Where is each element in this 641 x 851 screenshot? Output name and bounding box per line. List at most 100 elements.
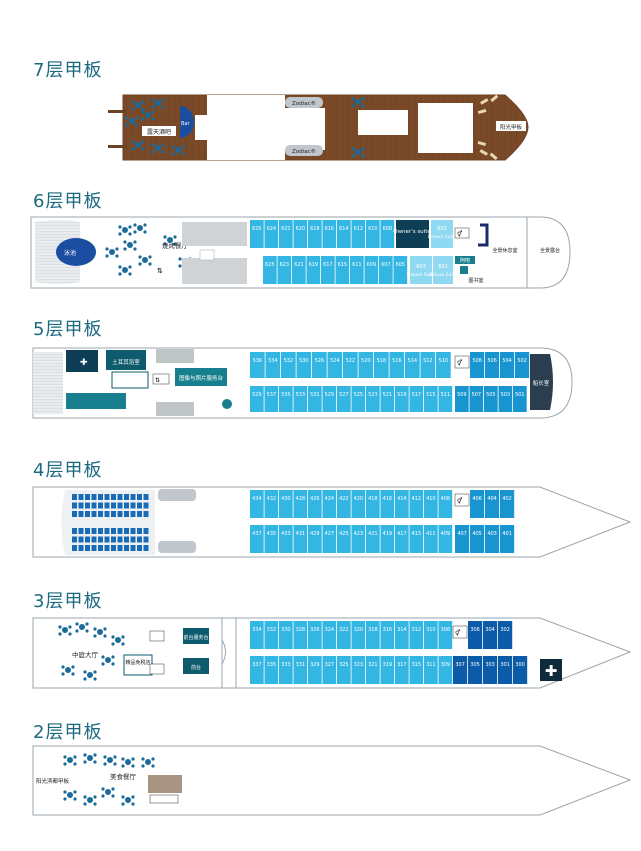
cabin-number: 529 bbox=[252, 392, 262, 398]
theater-seat bbox=[130, 545, 136, 551]
cabin-box bbox=[485, 352, 500, 378]
cabin-box bbox=[279, 656, 293, 684]
cabin-box bbox=[322, 525, 337, 553]
theater-seat bbox=[137, 511, 142, 517]
cabin-box bbox=[293, 621, 308, 649]
cabin-number: 337 bbox=[252, 662, 262, 668]
cabin-number: 426 bbox=[310, 496, 320, 502]
cabin-number: 605 bbox=[396, 262, 406, 268]
cabin-box bbox=[498, 621, 513, 649]
cabin-number: 434 bbox=[252, 496, 262, 502]
elevator-icon: ⇅ bbox=[155, 377, 160, 384]
deck4-title: 4层甲板 bbox=[33, 460, 103, 481]
cabin-box bbox=[366, 220, 380, 248]
cabin-box bbox=[438, 621, 453, 649]
cabin-box bbox=[337, 490, 351, 518]
cabin-number: 607 bbox=[381, 262, 391, 268]
cabin-box bbox=[335, 256, 350, 284]
reception-bottom-label: 前台 bbox=[191, 664, 201, 671]
theater-seat bbox=[104, 494, 110, 500]
cabin-number: 315 bbox=[412, 662, 422, 668]
cabin-number: 626 bbox=[252, 226, 262, 232]
theater-seat bbox=[85, 511, 90, 517]
cabin-box bbox=[351, 220, 366, 248]
cabin-number: 307 bbox=[455, 662, 465, 668]
cabin-number: 432 bbox=[267, 496, 277, 502]
cabin-box bbox=[337, 220, 351, 248]
turkish-bath-label: 土耳其浴室 bbox=[112, 358, 140, 366]
cabin-box bbox=[364, 256, 379, 284]
cabin-box bbox=[380, 656, 395, 684]
cabin-box bbox=[498, 656, 513, 684]
cabin-box bbox=[281, 352, 296, 378]
cabin-box bbox=[483, 656, 498, 684]
cabin-number: 437 bbox=[252, 531, 262, 537]
cabin-box bbox=[264, 525, 279, 553]
cabin-box bbox=[393, 256, 408, 284]
cabin-number: 617 bbox=[323, 262, 333, 268]
restroom-icon: ⚥ bbox=[455, 629, 460, 637]
cabin-number: 620 bbox=[296, 226, 306, 232]
cabin-number: 311 bbox=[426, 662, 436, 668]
theater-seat bbox=[104, 502, 110, 509]
cabin-number: 519 bbox=[397, 392, 407, 398]
theater-seat bbox=[143, 528, 149, 534]
theater-seat bbox=[104, 511, 110, 517]
cabin-box bbox=[380, 621, 395, 649]
cabin-number: 314 bbox=[397, 627, 407, 633]
cabin-number: 414 bbox=[397, 496, 407, 502]
cabin-number: 306 bbox=[470, 627, 480, 633]
lounge-label: 全景休息室 bbox=[492, 247, 517, 254]
cabin-number: 618 bbox=[310, 226, 320, 232]
theater-seat bbox=[98, 494, 103, 500]
cabin-box bbox=[279, 490, 293, 518]
cabin-number: 530 bbox=[299, 358, 309, 364]
cabin-number: 537 bbox=[267, 392, 277, 398]
cabin-box bbox=[405, 352, 420, 378]
cabin-number: 325 bbox=[339, 662, 349, 668]
theater-seat bbox=[91, 528, 97, 534]
medical-cross-icon: ✚ bbox=[545, 662, 558, 680]
theater-seat bbox=[124, 511, 129, 517]
cabin-number: 428 bbox=[296, 496, 306, 502]
cabin-number: 303 bbox=[485, 662, 495, 668]
cabin-box bbox=[264, 220, 279, 248]
cabin-box bbox=[395, 386, 409, 412]
cabin-number: 517 bbox=[412, 392, 422, 398]
cabin-number: 506 bbox=[487, 358, 497, 364]
cabin-box bbox=[389, 352, 405, 378]
deck3-title: 3层甲板 bbox=[33, 591, 103, 612]
cabin-box bbox=[379, 256, 393, 284]
cabin-number: 510 bbox=[439, 358, 449, 364]
cabin-box bbox=[308, 386, 322, 412]
cabin-box bbox=[292, 256, 306, 284]
cabin-number: 304 bbox=[485, 627, 495, 633]
theater-seat bbox=[91, 536, 97, 543]
theater-seat bbox=[78, 536, 84, 543]
cabin-number: 318 bbox=[368, 627, 378, 633]
cabin-number: 416 bbox=[383, 496, 393, 502]
cabin-number: 329 bbox=[310, 662, 320, 668]
cabin-box bbox=[306, 256, 321, 284]
cabin-number: 332 bbox=[267, 627, 277, 633]
theater-seat bbox=[78, 545, 84, 551]
cabin-number: 431 bbox=[296, 531, 306, 537]
cabin-number: 507 bbox=[472, 392, 482, 398]
cabin-box bbox=[470, 525, 485, 553]
theater-seat bbox=[130, 528, 136, 534]
cabin-number: 415 bbox=[412, 531, 422, 537]
cabin-number: 300 bbox=[515, 662, 525, 668]
theater-seat bbox=[72, 545, 77, 551]
cabin-number: 327 bbox=[325, 662, 335, 668]
restroom-icon: ⚥ bbox=[457, 359, 462, 367]
cabin-number: 401 bbox=[502, 531, 512, 537]
cabin-number: 418 bbox=[368, 496, 378, 502]
theater-seat bbox=[117, 536, 123, 543]
theater-seat bbox=[111, 528, 116, 534]
pool bbox=[56, 238, 96, 266]
cabin-number: 427 bbox=[325, 531, 335, 537]
